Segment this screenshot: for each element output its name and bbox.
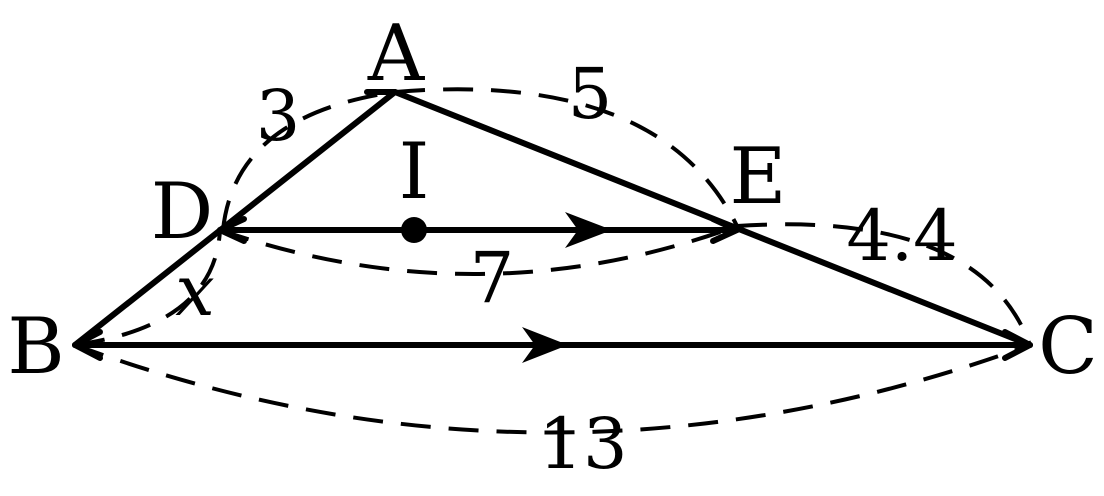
label-D: D [151,167,214,257]
length-DE: 7 [470,237,515,319]
length-BC: 13 [538,403,627,485]
length-DB: x [175,250,214,332]
endpoint-tick-D [217,216,247,244]
label-E: E [730,132,787,222]
label-A: A [367,9,426,99]
arc-BC [74,343,1031,435]
label-I: I [399,127,430,217]
label-C: C [1038,302,1098,392]
length-AD: 3 [256,75,301,157]
label-B: B [7,302,64,392]
arc-AD [221,90,396,231]
arc-AE [394,87,739,227]
parallel-arrow-DE [565,212,612,248]
point-I-dot [401,217,427,243]
arc-DB [74,229,222,347]
parallel-arrow-BC [522,327,568,363]
arc-DE [219,224,738,276]
endpoint-tick-B [72,329,103,361]
endpoint-tick-E [710,216,740,244]
length-EC: 4.4 [846,195,957,277]
length-AE: 5 [568,53,613,135]
arc-EC [736,222,1032,346]
endpoint-tick-C [1002,329,1033,361]
segment-AB [72,89,398,348]
